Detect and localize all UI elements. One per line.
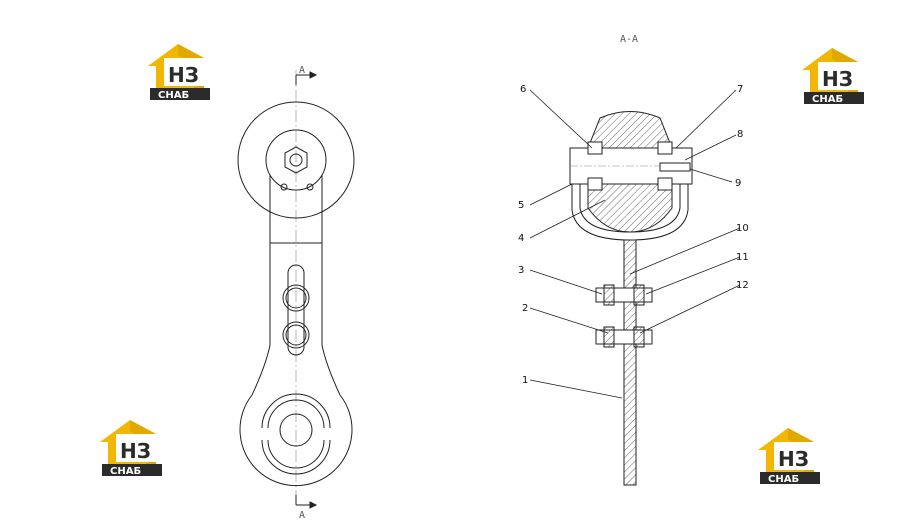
- logo-mark: НЗ: [120, 439, 151, 463]
- callout-6: 6: [520, 84, 526, 95]
- leader-lines: [529, 89, 741, 399]
- section-view: [569, 111, 693, 486]
- callout-9: 9: [735, 178, 741, 189]
- logo-mark: НЗ: [822, 67, 853, 91]
- callout-8: 8: [737, 129, 743, 140]
- callout-4: 4: [518, 233, 524, 244]
- logo-text: СНАБ: [158, 90, 189, 101]
- callout-12: 12: [736, 280, 749, 291]
- logo-text: СНАБ: [812, 94, 843, 105]
- callout-5: 5: [518, 200, 524, 211]
- logo-text: СНАБ: [768, 474, 799, 485]
- callout-11: 11: [736, 252, 749, 263]
- callout-7: 7: [737, 84, 743, 95]
- logo-mark: НЗ: [168, 63, 199, 87]
- logo-bottom-right: НЗ СНАБ: [758, 428, 820, 485]
- side-view: [237, 70, 355, 509]
- logo-top-left: НЗ СНАБ: [148, 44, 210, 101]
- callout-3: 3: [518, 265, 524, 276]
- logo-mark: НЗ: [778, 447, 809, 471]
- logo-top-right: НЗ СНАБ: [802, 48, 864, 105]
- cut-label-bottom: A: [299, 510, 305, 521]
- cut-label-top: A: [299, 65, 305, 76]
- callout-1: 1: [522, 375, 528, 386]
- logo-bottom-left: НЗ СНАБ: [100, 420, 162, 477]
- callout-2: 2: [522, 303, 528, 314]
- callout-10: 10: [736, 223, 749, 234]
- section-title: A-A: [620, 34, 638, 45]
- logo-text: СНАБ: [110, 466, 141, 477]
